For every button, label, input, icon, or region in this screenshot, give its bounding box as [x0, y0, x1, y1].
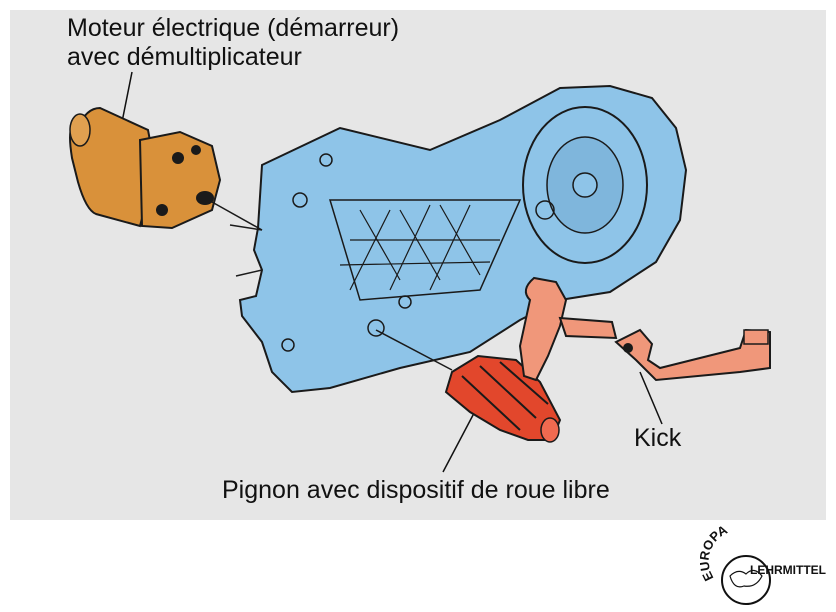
starter-motor [69, 106, 263, 231]
europa-lehrmittel-logo: EUROPA LEHRMITTEL [700, 526, 826, 605]
leader-line-kick [639, 371, 663, 425]
engine-case [229, 84, 688, 394]
kick-mechanism [518, 276, 771, 382]
label-starter-motor-line1: Moteur électrique (démarreur) [67, 14, 400, 42]
logo-text-lehrmittel: LEHRMITTEL [750, 563, 826, 577]
label-freewheel-pinion: Pignon avec dispositif de roue libre [222, 476, 610, 504]
label-starter-motor: Moteur électrique (démarreur) avec démul… [67, 14, 399, 72]
label-kick: Kick [634, 424, 682, 452]
label-starter-motor-line2: avec démultiplicateur [67, 43, 302, 71]
